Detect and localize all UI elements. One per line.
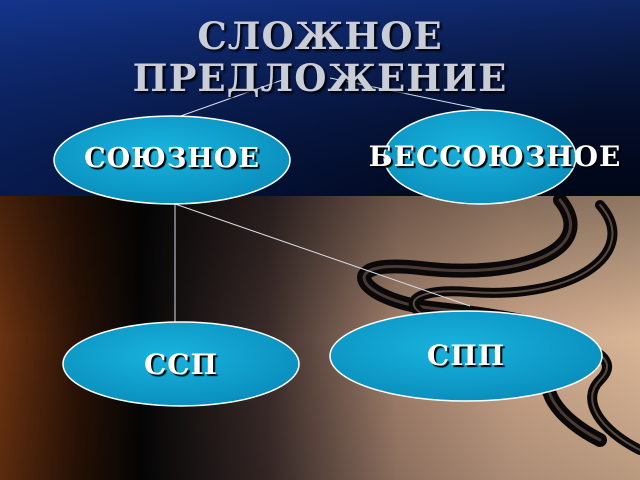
title-line-1: СЛОЖНОЕ [197, 14, 443, 58]
label-ssp: ССП [143, 348, 218, 381]
label-spp: СПП [426, 339, 506, 372]
node-spp [329, 310, 603, 402]
title-line-2: ПРЕДЛОЖЕНИЕ [132, 56, 508, 100]
label-soyuznoe: СОЮЗНОЕ [84, 143, 260, 174]
node-bessoyuznoe [383, 109, 577, 205]
node-soyuznoe [53, 115, 291, 205]
connector-soyuznoe-spp [174, 203, 471, 307]
label-bessoyuznoe: БЕССОЮЗНОЕ [368, 140, 622, 173]
node-ssp [62, 321, 300, 407]
connectors [174, 77, 486, 324]
connector-title-soyuznoe [174, 77, 289, 119]
connector-title-bessoyuznoe [329, 77, 486, 111]
